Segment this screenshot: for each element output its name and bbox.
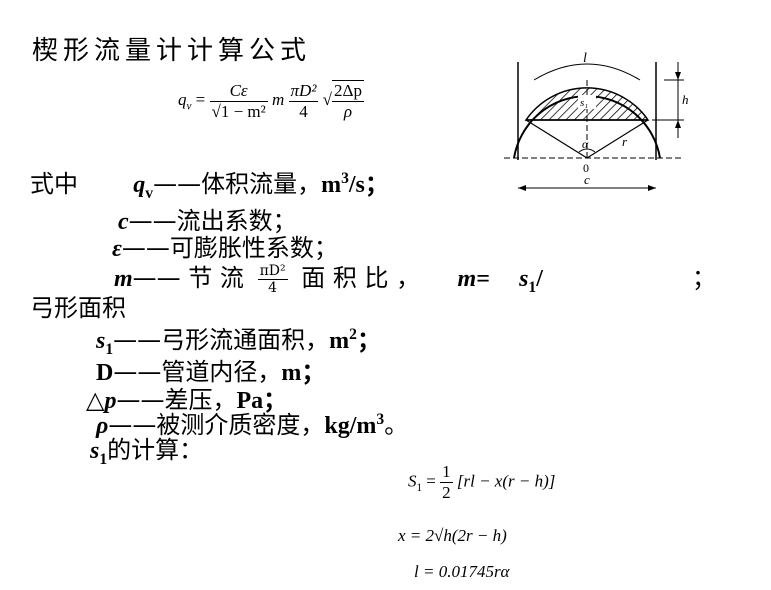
formula-lhs: q <box>178 89 187 109</box>
formula-m: m <box>272 89 285 109</box>
m-continued: 弓形面积 <box>30 294 126 322</box>
m-s: s <box>519 266 529 292</box>
label-h: h <box>682 92 689 107</box>
c-symbol: c <box>118 209 129 235</box>
frac2-den: 4 <box>299 101 308 121</box>
s1calc-sub: 1 <box>99 450 108 468</box>
page-title: 楔形流量计计算公式 <box>32 36 312 66</box>
where-label: 式中 <box>30 170 78 198</box>
s1-tail: ； <box>356 328 381 354</box>
formula-frac2: πD² 4 <box>288 80 319 122</box>
D-symbol: D <box>96 360 114 386</box>
s1f-lhs-sub: 1 <box>416 481 423 494</box>
s1calc-symbol: s <box>90 438 100 464</box>
label-r: r <box>622 134 628 149</box>
m-frac-num: πD² <box>257 263 288 280</box>
qv-text: ——体积流量， <box>153 170 322 198</box>
frac1-num: Cε <box>209 81 268 102</box>
radius-right <box>586 119 649 159</box>
qv-unit-sup: 3 <box>341 170 349 187</box>
formula-frac3: 2Δp ρ <box>332 80 364 122</box>
def-c: c——流出系数； <box>118 201 297 236</box>
s1f-eq: = <box>426 471 436 491</box>
def-dp: △p——差压，Pa； <box>86 380 287 415</box>
s1-text: ——弓形流通面积， <box>113 326 330 354</box>
frac1-den: √1 − m² <box>211 101 266 121</box>
epsilon-text: ——可膨胀性系数； <box>121 234 338 262</box>
label-alpha: α <box>582 137 589 151</box>
s1f-body: [rl − x(r − h)] <box>456 471 556 491</box>
def-m: m—— 节 流 πD² 4 面 积 比 ， m= s1/ ； <box>114 258 716 297</box>
arc-l-dimension <box>533 63 641 81</box>
s1f-frac-num: 1 <box>440 462 453 483</box>
qv-sub: v <box>145 184 154 202</box>
s1-unit: m <box>329 328 350 354</box>
s1-symbol: s <box>96 328 106 354</box>
label-c: c <box>584 172 590 187</box>
formula-eq: = <box>195 89 206 109</box>
s1-calc-heading: s1的计算： <box>90 430 203 469</box>
m-fraction: πD² 4 <box>257 263 288 296</box>
rho-symbol: ρ <box>96 413 109 439</box>
def-epsilon: ε——可膨胀性系数； <box>112 228 338 263</box>
qv-symbol: q <box>133 172 146 198</box>
rho-tail: 。 <box>384 411 409 439</box>
m-eq: m= <box>457 266 490 292</box>
formula-frac1: Cε √1 − m² <box>209 81 268 122</box>
label-l: l <box>583 51 587 66</box>
s1f-frac: 1 2 <box>440 462 453 503</box>
m-slash: / <box>536 266 543 292</box>
m-semicolon: ； <box>692 264 716 292</box>
s1f-lhs: S <box>408 471 417 491</box>
frac3-den: ρ <box>343 102 353 121</box>
rho-unit: kg/m <box>324 413 377 439</box>
qv-unit: m <box>321 172 342 198</box>
rho-text: ——被测介质密度， <box>108 411 325 439</box>
s1calc-text: 的计算： <box>107 436 204 464</box>
dp-unit: Pa； <box>236 388 288 414</box>
rho-unit-sup: 3 <box>376 411 385 428</box>
D-unit: m； <box>281 360 326 386</box>
sqrt-sign: √ <box>322 89 333 109</box>
label-s1: s₁ <box>580 97 588 109</box>
dp-text: ——差压， <box>116 386 237 414</box>
label-o: 0 <box>583 161 589 175</box>
s1-unit-sup: 2 <box>349 326 357 343</box>
s1-sub: 1 <box>105 340 114 358</box>
epsilon-symbol: ε <box>112 236 122 262</box>
formula-s1: S1 = 1 2 [rl − x(r − h)] <box>408 462 555 503</box>
dp-p: p <box>104 388 117 414</box>
def-rho: ρ——被测介质密度，kg/m3。 <box>96 405 408 440</box>
formula-l: l = 0.01745rα <box>414 562 510 581</box>
frac2-num: πD² <box>288 80 319 102</box>
delta-symbol: △ <box>86 386 105 414</box>
formula-lhs-sub: v <box>186 100 192 113</box>
m-frac-den: 4 <box>268 280 278 296</box>
c-text: ——流出系数； <box>128 207 297 235</box>
m-text2: 面 积 比 ， <box>301 264 421 292</box>
formula-x: x = 2√h(2r − h) <box>398 526 507 545</box>
m-symbol: m <box>114 266 133 292</box>
m-text: —— 节 流 <box>132 264 244 292</box>
frac3-num: 2Δp <box>332 81 364 102</box>
m-s-sub: 1 <box>528 278 537 296</box>
s1f-frac-den: 2 <box>442 483 451 502</box>
qv-unit-tail: /s； <box>348 172 389 198</box>
main-formula: qv = Cε √1 − m² m πD² 4 √ 2Δp ρ <box>178 80 364 122</box>
def-D: D——管道内径，m； <box>96 352 325 387</box>
D-text: ——管道内径， <box>113 358 282 386</box>
wedge-diagram: l h s₁ α r 0 c <box>504 51 689 191</box>
radius-left <box>525 119 588 159</box>
def-s1: s1——弓形流通面积，m2； <box>96 320 381 359</box>
def-qv: 式中 qv——体积流量，m3/s； <box>30 164 389 203</box>
